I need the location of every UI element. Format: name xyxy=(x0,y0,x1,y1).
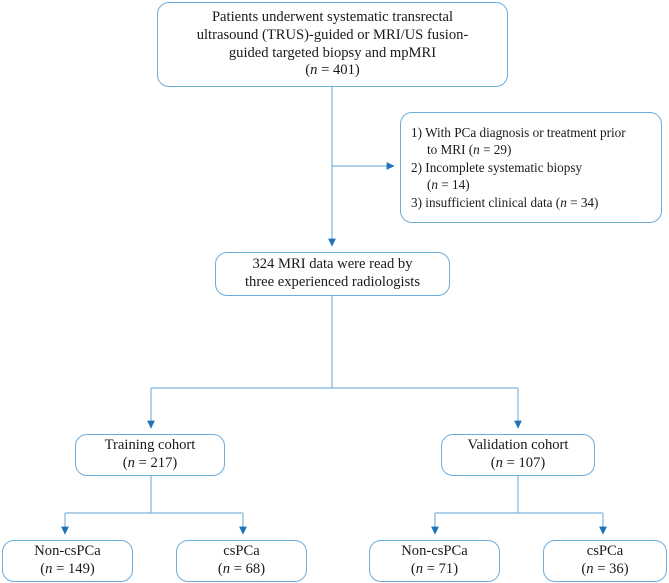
validation-non-cspca-box: Non-csPCa (n = 71) xyxy=(369,540,500,582)
n-symbol-1: n xyxy=(473,142,480,158)
exclusion-criteria-box: 1) With PCa diagnosis or treatment prior… xyxy=(400,112,662,223)
paren-open: ( xyxy=(305,62,311,79)
n-symbol: n xyxy=(127,455,135,471)
enrollment-count: (n = 401) xyxy=(164,62,501,80)
paren-close: ) xyxy=(354,62,360,79)
n-symbol-2: n xyxy=(431,177,438,193)
paren-close-2: ) xyxy=(465,177,470,193)
validation-cohort-count: (n = 107) xyxy=(448,455,588,473)
paren-open-1: ( xyxy=(468,142,474,158)
equals: = xyxy=(134,455,151,471)
paren-open: ( xyxy=(40,561,46,577)
exclusion-text-2: Incomplete systematic biopsy xyxy=(425,159,583,175)
train-cspca-label: csPCa xyxy=(223,543,260,560)
n-symbol: n xyxy=(586,561,594,577)
exclusion-item-1-cont: to MRI (n = 29) xyxy=(411,141,652,158)
count-value-1: 29 xyxy=(493,142,507,158)
paren-close-1: ) xyxy=(506,142,512,158)
marker-1: 1) xyxy=(411,124,422,140)
count-value: 401 xyxy=(332,62,355,79)
equals: = xyxy=(230,561,246,577)
enrollment-line-3: guided targeted biopsy and mpMRI xyxy=(228,44,437,61)
paren-open: ( xyxy=(581,561,587,577)
equals: = xyxy=(423,561,439,577)
paren-open: ( xyxy=(410,561,416,577)
train-non-cspca-count: (n = 149) xyxy=(9,561,126,579)
count-value: 71 xyxy=(438,561,454,577)
exclusion-item-1: 1) With PCa diagnosis or treatment prior xyxy=(411,124,652,141)
train-non-cspca-label: Non-csPCa xyxy=(34,543,101,560)
enrollment-line-2: ultrasound (TRUS)-guided or MRI/US fusio… xyxy=(196,26,469,43)
exclusion-item-3: 3) insufficient clinical data (n = 34) xyxy=(411,194,652,211)
n-symbol-3: n xyxy=(560,194,567,210)
reading-line-2: three experienced radiologists xyxy=(244,274,421,290)
exclusion-text-1b: to MRI xyxy=(427,142,466,158)
equals: = xyxy=(593,561,610,577)
count-value: 217 xyxy=(150,455,173,471)
n-symbol: n xyxy=(222,561,231,577)
paren-close: ) xyxy=(453,561,459,577)
paren-close-3: ) xyxy=(594,194,599,210)
training-cohort-count: (n = 217) xyxy=(82,455,218,473)
equals: = xyxy=(52,561,68,577)
exclusion-text-3: insufficient clinical data xyxy=(425,194,553,210)
equals: = xyxy=(317,62,333,79)
marker-3: 3) xyxy=(411,194,422,210)
marker-2: 2) xyxy=(411,159,422,175)
paren-close: ) xyxy=(623,561,629,577)
count-value-3: 34 xyxy=(580,194,594,210)
paren-open-3: ( xyxy=(555,194,561,210)
paren-close: ) xyxy=(260,561,266,577)
paren-close: ) xyxy=(540,455,546,471)
equals-2: = xyxy=(438,177,453,193)
n-symbol: n xyxy=(415,561,424,577)
exclusion-item-2: 2) Incomplete systematic biopsy xyxy=(411,159,652,176)
training-cspca-box: csPCa (n = 68) xyxy=(176,540,307,582)
count-value: 36 xyxy=(609,561,624,577)
count-value: 68 xyxy=(245,561,261,577)
exclusion-text-1: With PCa diagnosis or treatment prior xyxy=(425,124,626,140)
paren-open: ( xyxy=(217,561,223,577)
train-cspca-count: (n = 68) xyxy=(183,561,300,579)
paren-close: ) xyxy=(172,455,178,471)
validation-cohort-label: Validation cohort xyxy=(467,437,569,454)
training-non-cspca-box: Non-csPCa (n = 149) xyxy=(2,540,133,582)
paren-close: ) xyxy=(89,561,95,577)
paren-open-2: ( xyxy=(427,177,432,193)
n-symbol: n xyxy=(495,455,503,471)
enrollment-line-1: Patients underwent systematic transrecta… xyxy=(211,8,454,25)
count-value: 149 xyxy=(67,561,90,577)
training-cohort-label: Training cohort xyxy=(104,437,196,454)
validation-cohort-box: Validation cohort (n = 107) xyxy=(441,434,595,476)
enrollment-box: Patients underwent systematic transrecta… xyxy=(157,2,508,87)
count-value: 107 xyxy=(518,455,541,471)
n-symbol: n xyxy=(45,561,53,577)
equals-1: = xyxy=(479,142,494,158)
equals-3: = xyxy=(566,194,581,210)
valid-cspca-label: csPCa xyxy=(586,543,624,560)
reading-line-1: 324 MRI data were read by xyxy=(252,256,413,273)
valid-non-cspca-label: Non-csPCa xyxy=(401,543,468,560)
paren-open: ( xyxy=(122,455,128,471)
valid-non-cspca-count: (n = 71) xyxy=(376,561,493,579)
validation-cspca-box: csPCa (n = 36) xyxy=(543,540,667,582)
training-cohort-box: Training cohort (n = 217) xyxy=(75,434,225,476)
n-symbol: n xyxy=(310,62,318,79)
exclusion-item-2-cont: (n = 14) xyxy=(411,176,652,193)
equals: = xyxy=(502,455,519,471)
paren-open: ( xyxy=(490,455,496,471)
mri-reading-box: 324 MRI data were read by three experien… xyxy=(215,252,450,296)
valid-cspca-count: (n = 36) xyxy=(550,561,660,579)
count-value-2: 14 xyxy=(452,177,466,193)
